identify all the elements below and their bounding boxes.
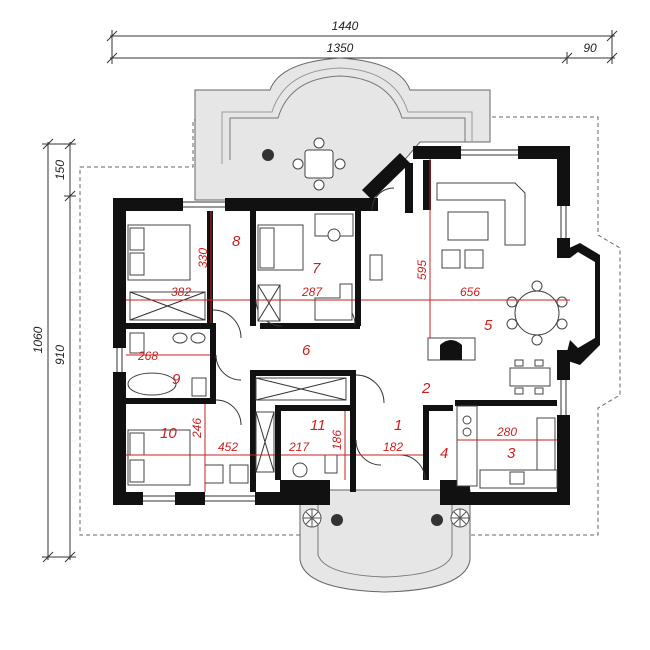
room-10-width: 452 [218, 440, 238, 454]
armchair-left [441, 249, 461, 269]
kitchen-fixtures [456, 405, 558, 489]
back-terrace [194, 57, 491, 201]
bedroom-7-furniture [257, 213, 354, 322]
dining-table-round [506, 280, 568, 346]
room-11-depth: 186 [330, 430, 344, 450]
total-width-label: 1440 [332, 19, 359, 33]
room-9-width: 268 [137, 349, 158, 363]
room-dimension-lines [126, 159, 570, 492]
top-dimension-lines: 1440 1350 90 [106, 19, 618, 64]
room-11-number: 11 [310, 417, 326, 434]
room-7-number: 7 [312, 260, 321, 277]
room-5-number: 5 [484, 317, 493, 334]
hall-fixtures [255, 377, 347, 401]
kitchen-counter [456, 405, 478, 487]
room-2-number: 2 [421, 380, 431, 397]
room-7-width: 287 [301, 285, 323, 299]
room-4-number: 4 [440, 445, 448, 462]
top-offset-label: 150 [53, 160, 67, 180]
bathroom-9-fixtures [127, 332, 207, 397]
room-6-number: 6 [302, 342, 311, 359]
toilet-9 [191, 377, 207, 397]
toilet-11 [324, 454, 338, 474]
room-1-number: 1 [394, 417, 402, 434]
front-terrace [299, 489, 471, 593]
bedroom-10-furniture [127, 411, 275, 486]
front-plant-left [302, 508, 322, 528]
roof-outline [79, 116, 621, 536]
room-8-width: 382 [171, 285, 191, 299]
total-depth-label: 1060 [31, 326, 45, 353]
terrace-table-with-chairs [292, 137, 346, 191]
bathroom-11-fixtures [292, 454, 338, 478]
room-8-number: 8 [232, 233, 241, 250]
front-lamp-right [431, 514, 443, 526]
main-depth-label: 910 [53, 345, 67, 365]
interior-walls [126, 160, 557, 492]
room-8-depth: 330 [196, 248, 210, 268]
exterior-walls [113, 146, 600, 505]
main-width-label: 1350 [327, 41, 354, 55]
windows [116, 149, 567, 502]
room-10-depth: 246 [190, 418, 204, 439]
armchair-10b [229, 464, 249, 484]
armchair-10a [204, 464, 224, 484]
living-room-furniture [369, 182, 526, 361]
room-9-number: 9 [172, 371, 181, 388]
room-labels: 8 330 382 7 287 595 656 5 6 268 9 2 10 2… [137, 233, 517, 462]
fireplace [440, 340, 462, 360]
room-3-width: 280 [496, 425, 517, 439]
room-11-width: 217 [288, 440, 310, 454]
bathtub [127, 372, 177, 396]
terrace-lamp [262, 149, 274, 161]
left-dimension-lines: 1060 910 150 [31, 138, 76, 563]
room-1-width: 182 [383, 440, 403, 454]
front-plant-right [450, 508, 470, 528]
room-5-depth: 595 [415, 260, 429, 280]
doors [212, 187, 426, 481]
room-3-number: 3 [507, 445, 516, 462]
corner-sofa [436, 182, 526, 246]
room-5-width: 656 [460, 285, 480, 299]
overhang-width-label: 90 [583, 41, 597, 55]
dining-table-small [509, 359, 551, 395]
coffee-table [447, 211, 489, 241]
tv-stand [369, 254, 383, 281]
armchair-right [464, 249, 484, 269]
room-10-number: 10 [160, 425, 177, 442]
bedroom-8-furniture [127, 224, 206, 321]
front-lamp-left [331, 514, 343, 526]
